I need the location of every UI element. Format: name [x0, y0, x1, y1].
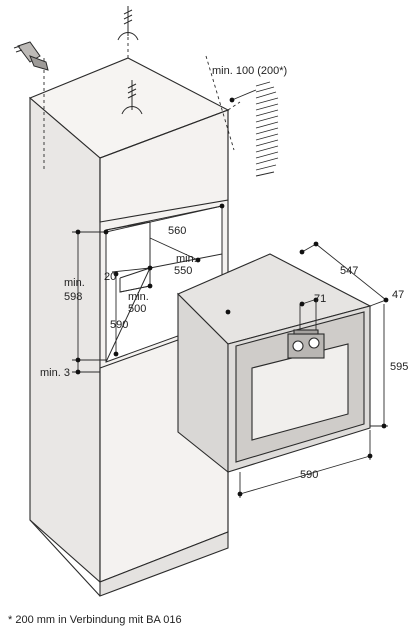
vent-slats — [255, 81, 279, 177]
dim-front-depth: 47 — [392, 289, 404, 301]
dim-bottom-gap: min. 3 — [40, 367, 70, 379]
dim-back-depth-label: min. — [128, 291, 149, 303]
dimension-dots — [75, 97, 389, 497]
oven-handle — [293, 329, 319, 335]
footnote: * 200 mm in Verbindung mit BA 016 — [8, 614, 182, 626]
airflow-top-icon — [117, 6, 139, 41]
dim-oven-width: 590 — [300, 469, 318, 481]
cabinet-upper-panel — [99, 109, 229, 223]
dimension-lines — [72, 89, 388, 498]
dim-niche-depth-value: 550 — [174, 265, 192, 277]
dim-oven-depth: 547 — [340, 265, 358, 277]
oven-knob-right — [308, 337, 320, 349]
dim-niche-height-label: min. — [64, 277, 85, 289]
airflow-mid-icon — [121, 80, 143, 115]
dim-back-depth-value: 500 — [128, 303, 146, 315]
dim-handle-gap: 71 — [314, 293, 326, 305]
dim-back-gap: 20 — [104, 271, 116, 283]
dim-niche-height-value: 598 — [64, 291, 82, 303]
dim-niche-depth-label: min. — [176, 253, 197, 265]
cabinet-plinth — [99, 531, 229, 597]
dim-ventilation: min. 100 (200*) — [212, 65, 287, 77]
cabinet-side — [29, 96, 101, 584]
oven-knob-left — [292, 340, 304, 352]
power-plug-icon — [13, 41, 49, 71]
dim-opening-height: 590 — [110, 319, 128, 331]
dim-niche-width: 560 — [168, 225, 186, 237]
dim-oven-height: 595 — [390, 361, 408, 373]
oven — [177, 253, 372, 474]
